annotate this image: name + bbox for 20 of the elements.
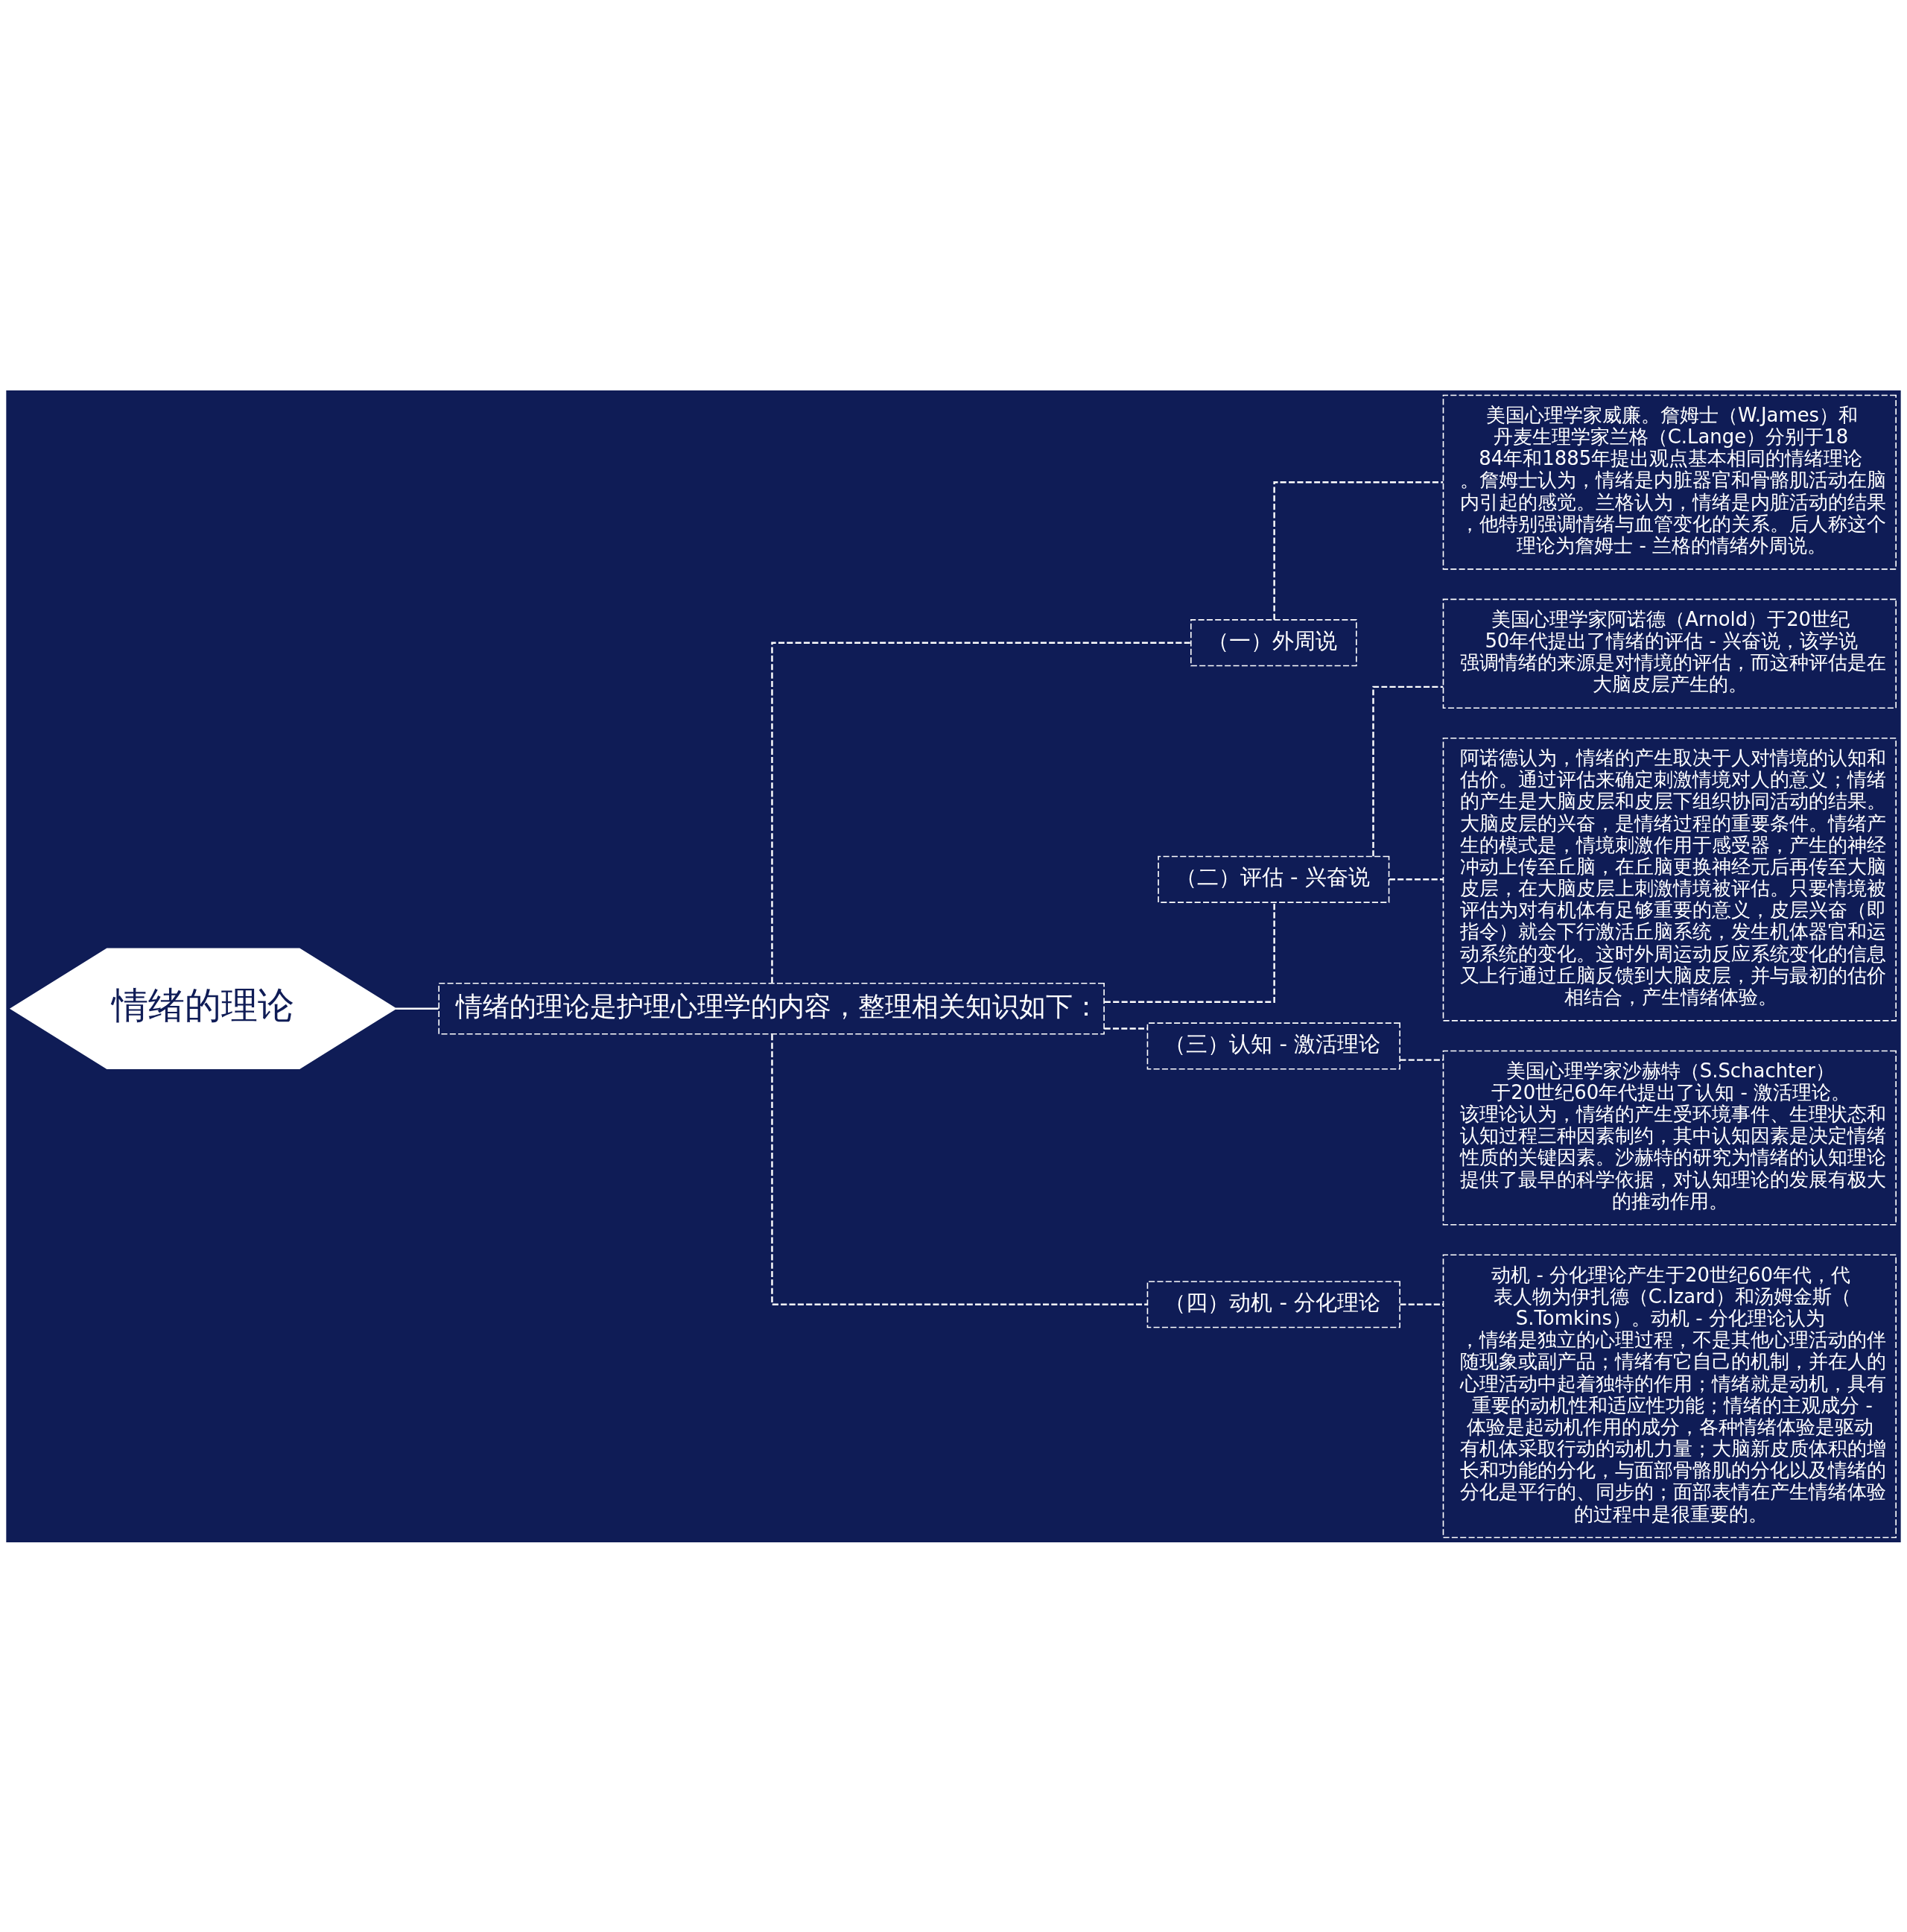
connector <box>1400 1058 1444 1061</box>
connector <box>1104 1027 1147 1030</box>
node-box: （一）外周说 <box>1190 618 1357 666</box>
node-box: 美国心理学家阿诺德（Arnold）于20世纪50年代提出了情绪的评估 - 兴奋说，该学说强调情绪的来源是对情境的评估，而这种评估是在大脑皮层产生的。 <box>1442 598 1897 709</box>
node-box: 动机 - 分化理论产生于20世纪60年代，代表人物为伊扎德（C.Izard）和汤姆金斯（S.Tomkins）。动机 - 分化理论认为，情绪是独立的心理过程，不是其他心理活动的伴随现象或副产品；情绪有它自己的机制，并在人的心理活动中起着独特的作用；情绪就是动机，具有重要的动机性和适应性功能；情绪的主观成分 - 体验是起动机作用的成分，各种情绪体验是驱动有机体采取行动的动机力量；大脑新皮质体积的增长和功能的分化，与面部骨骼肌的分化以及情绪的分化是平行的、同步的；面部表情在产生情绪体验的过程中是很重要的。 <box>1442 1254 1897 1538</box>
node-box: （四）动机 - 分化理论 <box>1146 1280 1400 1328</box>
connector <box>1273 481 1444 620</box>
node-box: （三）认知 - 激活理论 <box>1146 1022 1400 1070</box>
connector <box>1400 1303 1444 1305</box>
node-box: 美国心理学家沙赫特（S.Schachter）于20世纪60年代提出了认知 - 激活理论。该理论认为，情绪的产生受环境事件、生理状态和认知过程三种因素制约，其中认知因素是决定情绪性质的关键因素。沙赫特的研究为情绪的认知理论提供了最早的科学依据，对认知理论的发展有极大的推动作用。 <box>1442 1050 1897 1226</box>
node-box: 情绪的理论是护理心理学的内容，整理相关知识如下： <box>438 982 1105 1035</box>
node-box: 美国心理学家威廉。詹姆士（W.James）和丹麦生理学家兰格（C.Lange）分别于1884年和1885年提出观点基本相同的情绪理论。詹姆士认为，情绪是内脏器官和骨骼肌活动在脑内引起的感觉。兰格认为，情绪是内脏活动的结果，他特别强调情绪与血管变化的关系。后人称这个理论为詹姆士 - 兰格的情绪外周说。 <box>1442 394 1897 570</box>
connector <box>1372 685 1444 856</box>
connector <box>771 1033 1148 1305</box>
node-box: （二）评估 - 兴奋说 <box>1158 855 1390 903</box>
connector <box>771 641 1191 983</box>
connector <box>1104 902 1275 1003</box>
node-box: 阿诺德认为，情绪的产生取决于人对情境的认知和估价。通过评估来确定刺激情境对人的意义；情绪的产生是大脑皮层和皮层下组织协同活动的结果。大脑皮层的兴奋，是情绪过程的重要条件。情绪产生的模式是，情境刺激作用于感受器，产生的神经冲动上传至丘脑，在丘脑更换神经元后再传至大脑皮层，在大脑皮层上刺激情境被评估。只要情境被评估为对有机体有足够重要的意义，皮层兴奋（即指令）就会下行激活丘脑系统，发生机体器官和运动系统的变化。这时外周运动反应系统变化的信息又上行通过丘脑反馈到大脑皮层，并与最初的估价相结合，产生情绪体验。 <box>1442 737 1897 1022</box>
connector <box>1389 878 1444 881</box>
connector <box>396 1007 439 1010</box>
